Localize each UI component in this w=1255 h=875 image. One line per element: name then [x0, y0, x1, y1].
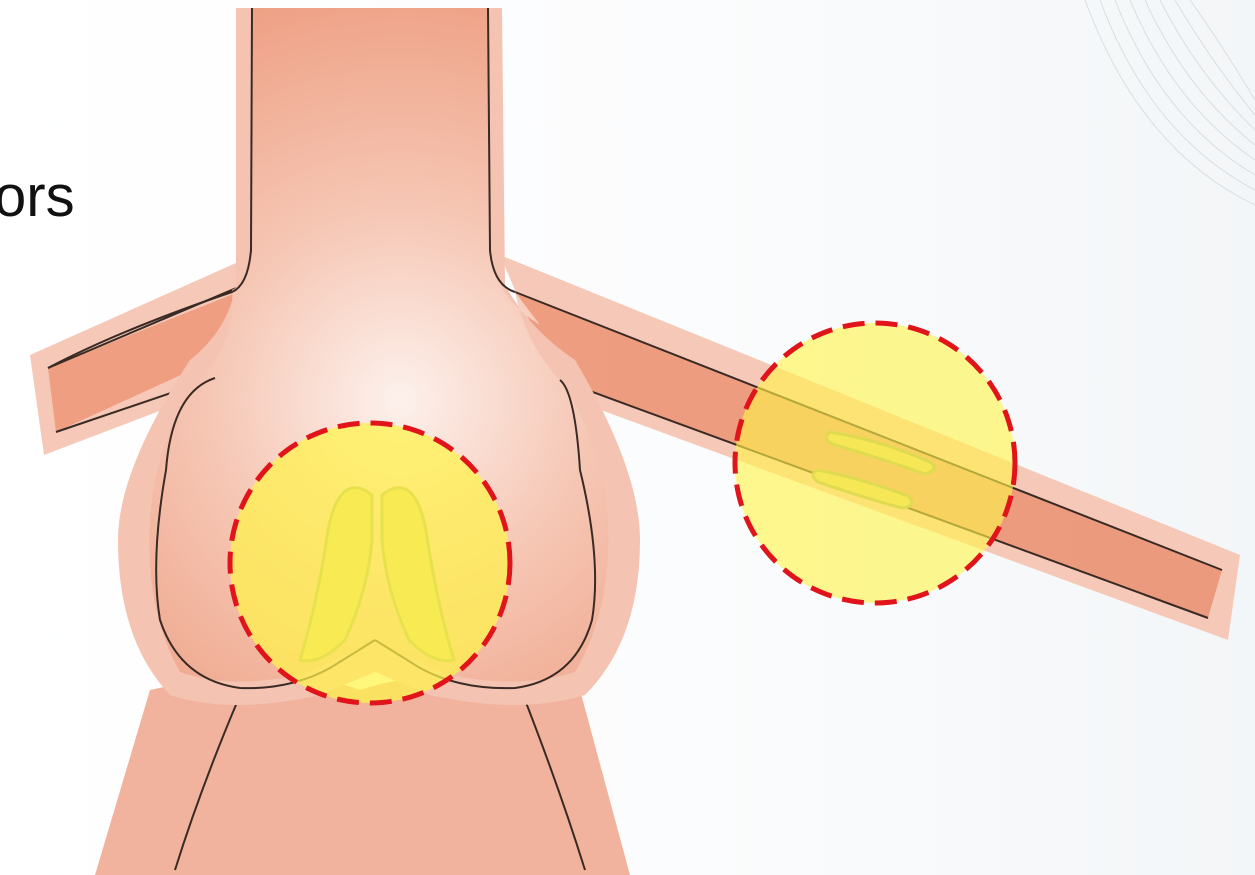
corner-decoration [1085, 0, 1255, 205]
highlight-bulb-valve [230, 423, 510, 703]
vein-illustration [30, 8, 1240, 875]
highlight-branch-valve [735, 323, 1015, 603]
slide-title-fragment: ors [0, 168, 75, 226]
lower-trunk [95, 675, 630, 875]
